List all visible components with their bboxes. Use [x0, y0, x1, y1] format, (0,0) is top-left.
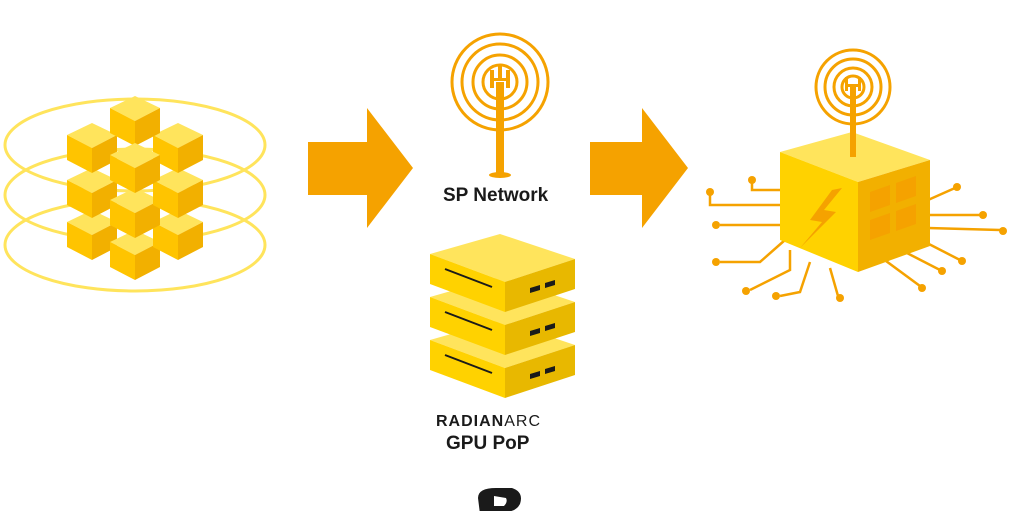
sp-network-label: SP Network — [443, 185, 549, 206]
radianarc-logo-icon — [478, 488, 521, 511]
brand-light-text: ARC — [504, 413, 541, 430]
radianarc-brand-label: RADIANARC — [436, 413, 541, 431]
compute-cluster-icon — [3, 96, 267, 293]
arrow-right-icon — [590, 108, 688, 228]
arrow-right-icon — [308, 108, 413, 228]
edge-device-icon — [706, 48, 1007, 302]
brand-strong-text: RADIAN — [436, 413, 505, 430]
server-stack-icon — [430, 234, 575, 511]
cell-tower-icon — [450, 32, 550, 178]
gpu-pop-label: GPU PoP — [446, 433, 530, 454]
